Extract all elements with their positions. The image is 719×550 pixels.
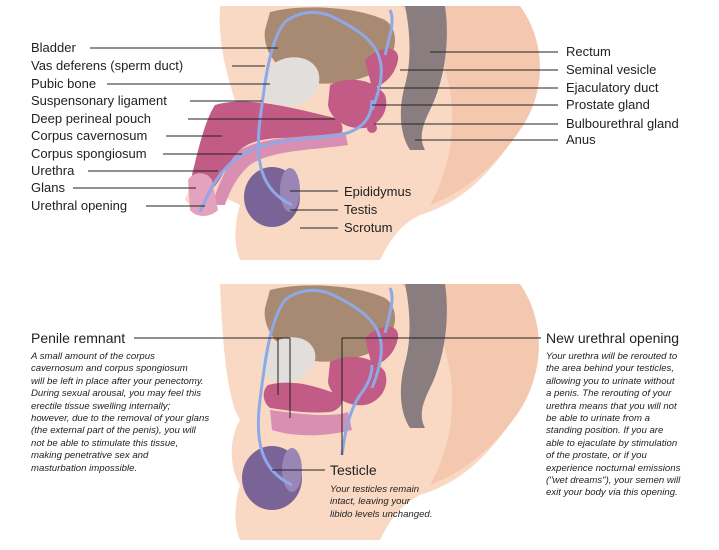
- label-prostate-gland: Prostate gland: [566, 97, 650, 112]
- text-line: ("wet dreams"), your semen will: [546, 475, 681, 487]
- label-anus: Anus: [566, 132, 596, 147]
- text-line: however, due to the removal of your glan…: [31, 413, 210, 425]
- bottom-pubic-bone: [260, 337, 316, 383]
- top-urethra-line: [198, 99, 374, 213]
- text-line: experience nocturnal emissions: [546, 462, 681, 474]
- label-vas-deferens: Vas deferens (sperm duct): [31, 58, 184, 73]
- top-prostate: [328, 79, 387, 129]
- top-vas-deferens-line-2: [383, 9, 394, 56]
- bottom-vas-deferens-line-2: [383, 287, 394, 334]
- top-corpus-cavernosum: [191, 101, 343, 191]
- text-line: urethra means that you will not: [546, 400, 677, 412]
- text-line: masturbation impossible.: [31, 462, 138, 474]
- label-urethral-opening: Urethral opening: [31, 198, 128, 213]
- text-line: a penis. The rerouting of your: [546, 388, 672, 400]
- label-corpus-cavernosum: Corpus cavernosum: [31, 128, 148, 143]
- heading-testicle: Testicle: [330, 462, 377, 478]
- text-line: not be able to stimulate this tissue,: [31, 437, 179, 449]
- label-glans: Glans: [31, 180, 65, 195]
- top-glans: [188, 173, 218, 216]
- text-testicle: Your testicles remain intact, leaving yo…: [330, 484, 470, 521]
- text-line: of the prostate, or if you: [546, 450, 647, 462]
- label-bladder: Bladder: [31, 40, 76, 55]
- label-pubic-bone: Pubic bone: [31, 76, 97, 91]
- label-corpus-spongiosum: Corpus spongiosum: [31, 146, 147, 161]
- top-corpus-spongiosum: [212, 132, 348, 205]
- bottom-illustration: [220, 284, 539, 540]
- text-line: making penetrative sex and: [31, 450, 149, 462]
- text-new-urethral-opening: Your urethra will be rerouted to the are…: [546, 351, 716, 500]
- heading-penile-remnant: Penile remnant: [31, 330, 126, 346]
- label-rectum: Rectum: [566, 44, 611, 59]
- label-seminal-vesicle: Seminal vesicle: [566, 62, 657, 77]
- top-rectum: [400, 6, 447, 150]
- text-penile-remnant: A small amount of the corpus cavernosum …: [31, 351, 246, 475]
- label-ejaculatory-duct: Ejaculatory duct: [566, 80, 659, 95]
- text-line: will be left in place after your penecto…: [31, 375, 204, 387]
- text-line: A small amount of the corpus: [31, 351, 155, 362]
- bottom-buttock: [400, 284, 539, 485]
- label-epididymus: Epididymus: [344, 184, 412, 199]
- heading-new-urethral-opening: New urethral opening: [546, 330, 680, 346]
- text-line: cavernosum and corpus spongiosum: [31, 363, 188, 375]
- text-line: libido levels unchanged.: [330, 508, 433, 520]
- text-line: be able to urinate from a: [546, 413, 650, 425]
- text-line: standing position. If you are: [546, 425, 664, 437]
- label-urethra: Urethra: [31, 163, 75, 178]
- label-deep-perineal-pouch: Deep perineal pouch: [31, 111, 151, 126]
- text-line: During sexual arousal, you may feel this: [31, 388, 202, 400]
- text-line: intact, leaving your: [330, 496, 410, 508]
- top-vas-deferens-line: [256, 11, 383, 207]
- bottom-urethra-line: [340, 364, 374, 456]
- text-line: Your urethra will be rerouted to: [546, 351, 678, 362]
- bottom-rectum: [400, 284, 447, 428]
- top-leader-lines: [73, 47, 558, 229]
- text-line: erectile tissue swelling internally;: [31, 400, 171, 412]
- text-line: Your testicles remain: [330, 484, 420, 495]
- text-line: able to ejaculate by stimulation: [546, 437, 678, 449]
- bottom-leader-lines: [134, 337, 541, 471]
- label-testis: Testis: [344, 202, 378, 217]
- text-line: exit your body via this opening.: [546, 487, 678, 499]
- text-line: allowing you to urinate without: [546, 375, 675, 387]
- label-suspensory-ligament: Suspensonary ligament: [31, 93, 167, 108]
- text-line: (the external part of the penis), you wi…: [31, 425, 196, 437]
- text-line: the area behind your testicles,: [546, 363, 674, 375]
- top-bulbourethral-gland: [367, 123, 377, 133]
- bottom-penile-remnant: [263, 382, 342, 413]
- label-bulbourethral-gland: Bulbourethral gland: [566, 116, 679, 131]
- top-pubic-bone: [260, 57, 320, 107]
- label-scrotum: Scrotum: [344, 220, 393, 235]
